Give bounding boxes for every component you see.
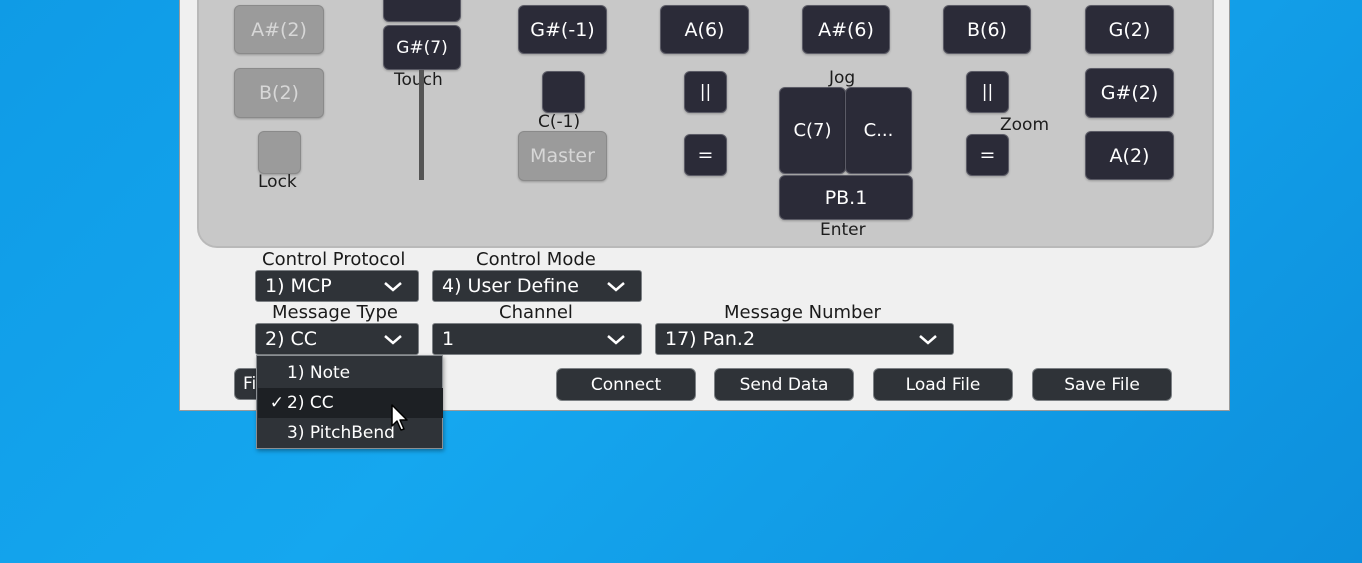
channel-select[interactable]: 1 xyxy=(432,323,642,355)
touch-label: Touch xyxy=(394,70,443,90)
key-g-sharp-m1[interactable]: G#(-1) xyxy=(518,5,607,54)
mouse-cursor-icon xyxy=(391,404,408,431)
control-mode-label: Control Mode xyxy=(476,249,596,270)
chevron-down-icon xyxy=(607,282,625,292)
option-label: 1) Note xyxy=(287,363,351,383)
key-c-m1[interactable] xyxy=(542,71,585,113)
message-type-dropdown: 1) Note ✓ 2) CC 3) PitchBend xyxy=(256,355,443,449)
chevron-down-icon xyxy=(384,282,402,292)
key-master[interactable]: Master xyxy=(518,131,607,181)
key-a-sharp-2[interactable]: A#(2) xyxy=(234,5,324,54)
enter-label: Enter xyxy=(820,220,866,240)
key-b-2[interactable]: B(2) xyxy=(234,68,324,118)
c-m1-label: C(-1) xyxy=(538,112,581,132)
control-mode-select[interactable]: 4) User Define xyxy=(432,270,642,302)
key-g-sharp-7[interactable]: G#(7) xyxy=(383,25,461,70)
checkmark-icon: ✓ xyxy=(269,393,284,413)
dropdown-option-pitchbend[interactable]: 3) PitchBend xyxy=(258,418,443,448)
key-pause-right[interactable]: || xyxy=(966,71,1009,113)
message-type-select[interactable]: 2) CC xyxy=(255,323,419,355)
key-a-6[interactable]: A(6) xyxy=(660,5,749,54)
load-file-button[interactable]: Load File xyxy=(873,368,1013,401)
control-protocol-label: Control Protocol xyxy=(262,249,406,270)
key-pb-1[interactable]: PB.1 xyxy=(779,175,913,220)
channel-label: Channel xyxy=(499,302,573,323)
chevron-down-icon xyxy=(384,335,402,345)
message-type-value: 2) CC xyxy=(265,328,318,350)
message-number-value: 17) Pan.2 xyxy=(665,328,756,350)
control-protocol-select[interactable]: 1) MCP xyxy=(255,270,419,302)
option-label: 2) CC xyxy=(287,393,334,413)
key-pause-left[interactable]: || xyxy=(684,71,727,113)
key-a-sharp-6[interactable]: A#(6) xyxy=(802,5,890,54)
control-protocol-value: 1) MCP xyxy=(265,275,332,297)
send-data-button[interactable]: Send Data xyxy=(714,368,854,401)
save-file-button[interactable]: Save File xyxy=(1032,368,1172,401)
key-b-6[interactable]: B(6) xyxy=(943,5,1031,54)
dropdown-option-note[interactable]: 1) Note xyxy=(258,358,443,388)
key-a-2[interactable]: A(2) xyxy=(1085,131,1174,180)
key-g-sharp-2[interactable]: G#(2) xyxy=(1085,68,1174,118)
message-number-select[interactable]: 17) Pan.2 xyxy=(655,323,954,355)
key-eq-left[interactable]: = xyxy=(684,134,727,176)
lock-label: Lock xyxy=(258,172,297,192)
message-type-label: Message Type xyxy=(272,302,398,323)
touch-fader[interactable] xyxy=(419,70,424,180)
control-mode-value: 4) User Define xyxy=(442,275,579,297)
connect-button[interactable]: Connect xyxy=(556,368,696,401)
chevron-down-icon xyxy=(607,335,625,345)
key-g-2[interactable]: G(2) xyxy=(1085,5,1174,54)
chevron-down-icon xyxy=(919,335,937,345)
key-eq-right[interactable]: = xyxy=(966,134,1009,176)
key-lock[interactable] xyxy=(258,131,301,174)
message-number-label: Message Number xyxy=(724,302,881,323)
key-c-ellipsis[interactable]: C... xyxy=(845,87,912,174)
key-c-7[interactable]: C(7) xyxy=(779,87,846,174)
jog-label: Jog xyxy=(829,68,856,88)
file-button-label: Fi xyxy=(243,374,257,394)
dropdown-option-cc[interactable]: ✓ 2) CC xyxy=(258,388,443,418)
option-label: 3) PitchBend xyxy=(287,423,395,443)
channel-value: 1 xyxy=(442,328,455,350)
key-top-partial[interactable] xyxy=(383,0,461,22)
zoom-label: Zoom xyxy=(1000,115,1050,135)
